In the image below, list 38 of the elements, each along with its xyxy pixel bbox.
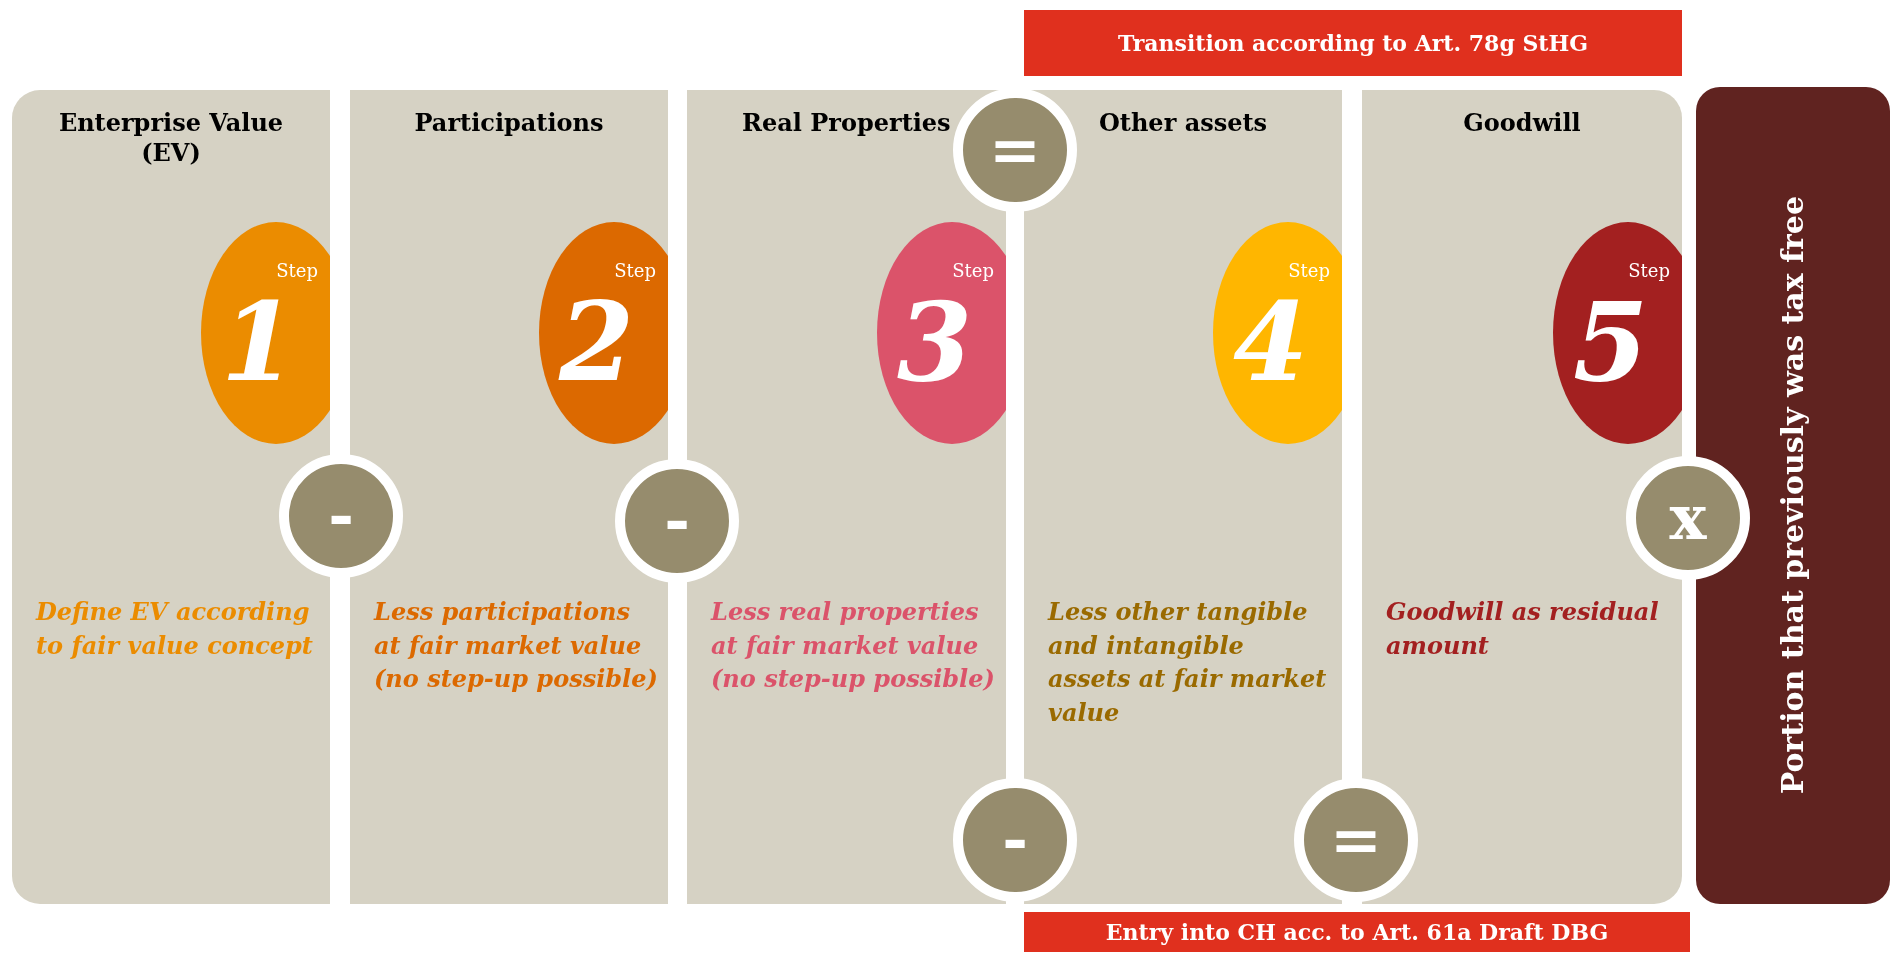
step-label: Step [614,260,656,281]
step-label: Step [1288,260,1330,281]
operator-sign: = [989,119,1041,181]
column-heading: Other assets [1097,108,1269,138]
step-badge [1553,222,1682,444]
step-description: Less real properties at fair market value (no step-up possible) [711,596,996,696]
step-number: 5 [1573,288,1649,396]
step-badge [1213,222,1342,444]
step-number: 1 [221,288,297,396]
column-panel [12,90,330,904]
step-description: Less other tangible and intangible assets at fair market value [1048,596,1328,729]
banner-text: Transition according to Art. 78g StHG [1117,29,1589,57]
operator-sign: - [664,490,690,552]
step-label: Step [952,260,994,281]
step-number: 2 [559,288,635,396]
step-label: Step [1628,260,1670,281]
operator-sign: - [328,485,354,547]
step-badge [877,222,1006,444]
step-description: Less participations at fair market value (no step-up possible) [374,596,659,696]
step-label: Step [276,260,318,281]
banner-text: Entry into CH acc. to Art. 61a Draft DBG [1105,918,1609,946]
step-description: Define EV according to fair value concept [36,596,314,662]
column-panel [350,90,668,904]
banner [1024,912,1690,952]
column-heading: Participations [413,108,605,138]
operator-sign: x [1669,487,1707,549]
step-number: 4 [1233,288,1309,396]
column-heading: Real Properties [742,108,951,138]
step-description: Goodwill as residual amount [1386,596,1660,662]
step-number: 3 [897,288,973,396]
step-badge [201,222,330,444]
operator-sign: - [1002,809,1028,871]
side-panel-text: Portion that previously was tax free [1773,196,1811,795]
banner [1024,10,1682,76]
operator-sign: = [1330,809,1382,871]
step-badge [539,222,668,444]
column-heading: Enterprise Value (EV) [57,108,285,168]
column-heading: Goodwill [1462,108,1582,138]
